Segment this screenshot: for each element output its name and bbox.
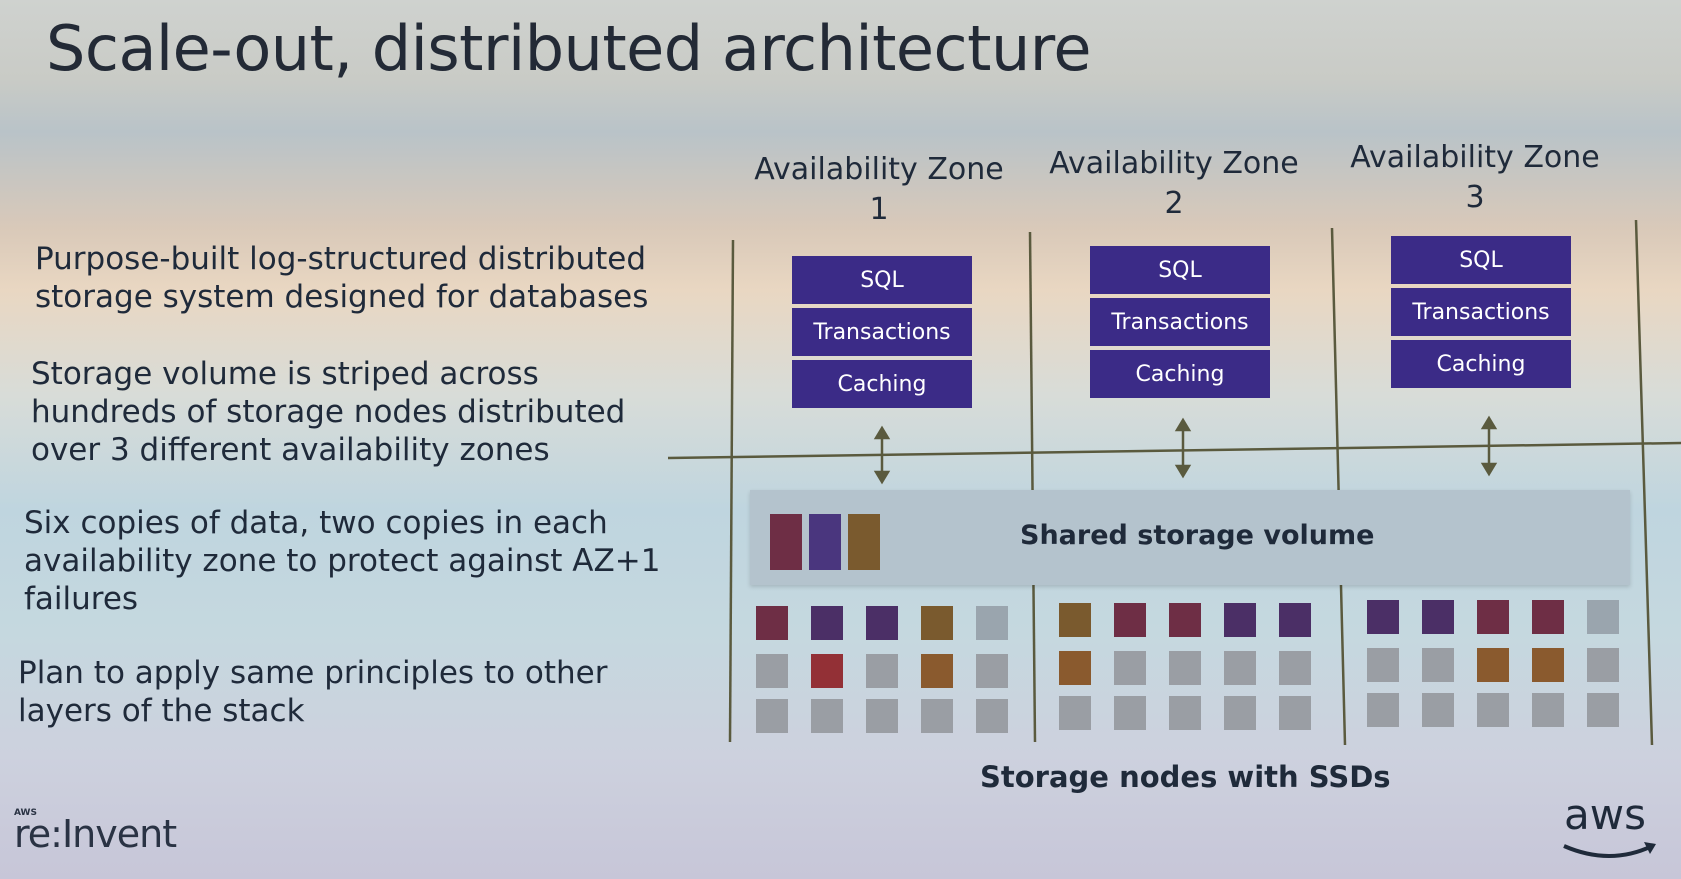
- storage-node: [1422, 600, 1454, 634]
- storage-node: [1587, 600, 1619, 634]
- storage-node: [866, 606, 898, 640]
- storage-node: [1367, 693, 1399, 727]
- storage-node: [1422, 693, 1454, 727]
- storage-node: [1532, 600, 1564, 634]
- zone-divider-1: [728, 239, 735, 743]
- shared-volume-label: Shared storage volume: [1020, 520, 1375, 551]
- volume-chip: [809, 514, 841, 570]
- storage-node: [1279, 603, 1311, 637]
- horizontal-divider: [667, 441, 1681, 460]
- layer-sql: SQL: [792, 256, 972, 304]
- layer-transactions: Transactions: [1391, 288, 1571, 336]
- layer-caching: Caching: [1090, 350, 1270, 398]
- layer-caching: Caching: [1391, 340, 1571, 388]
- storage-node: [976, 699, 1008, 733]
- storage-node: [1532, 693, 1564, 727]
- storage-nodes-label: Storage nodes with SSDs: [980, 760, 1391, 794]
- zone-divider-3: [1330, 227, 1347, 746]
- storage-node: [1224, 696, 1256, 730]
- storage-node: [976, 654, 1008, 688]
- layer-transactions: Transactions: [792, 308, 972, 356]
- storage-node: [1367, 600, 1399, 634]
- storage-node: [1114, 651, 1146, 685]
- storage-node: [1279, 696, 1311, 730]
- aws-smile-icon: [1563, 842, 1656, 858]
- storage-node: [1587, 693, 1619, 727]
- zone-1-stack: SQL Transactions Caching: [792, 256, 972, 412]
- storage-node: [1224, 603, 1256, 637]
- storage-node: [756, 699, 788, 733]
- double-arrow-zone-2: [1174, 417, 1192, 479]
- slide-title: Scale-out, distributed architecture: [46, 12, 1092, 85]
- bullet-plan-principles: Plan to apply same principles to other l…: [18, 655, 608, 729]
- bullet-log-structured: Purpose-built log-structured distributed…: [35, 241, 649, 315]
- storage-node: [811, 654, 843, 688]
- layer-caching: Caching: [792, 360, 972, 408]
- storage-node: [756, 654, 788, 688]
- storage-node: [1224, 651, 1256, 685]
- volume-chip: [770, 514, 802, 570]
- storage-node: [811, 699, 843, 733]
- zone-divider-2: [1028, 231, 1037, 743]
- storage-node: [1169, 603, 1201, 637]
- storage-node: [921, 654, 953, 688]
- storage-node: [811, 606, 843, 640]
- storage-node: [1422, 648, 1454, 682]
- reinvent-aws-mark: AWS: [14, 808, 37, 818]
- storage-node: [756, 606, 788, 640]
- shared-storage-volume: Shared storage volume: [750, 490, 1630, 585]
- storage-node: [921, 606, 953, 640]
- storage-node: [1059, 651, 1091, 685]
- storage-node: [1169, 696, 1201, 730]
- storage-node: [1114, 603, 1146, 637]
- aws-logo: aws: [1564, 790, 1646, 839]
- bullet-striped-volume: Storage volume is striped across hundred…: [31, 356, 626, 468]
- storage-node: [1059, 696, 1091, 730]
- double-arrow-zone-1: [873, 425, 891, 485]
- zone-3-title: Availability Zone 3: [1350, 140, 1600, 215]
- zone-divider-4: [1634, 219, 1654, 746]
- storage-node: [1477, 600, 1509, 634]
- storage-node: [866, 699, 898, 733]
- layer-transactions: Transactions: [1090, 298, 1270, 346]
- storage-node: [1059, 603, 1091, 637]
- zone-3-stack: SQL Transactions Caching: [1391, 236, 1571, 392]
- storage-node: [1279, 651, 1311, 685]
- volume-chip: [848, 514, 880, 570]
- storage-node: [921, 699, 953, 733]
- storage-node: [1367, 648, 1399, 682]
- storage-node: [866, 654, 898, 688]
- layer-sql: SQL: [1391, 236, 1571, 284]
- layer-sql: SQL: [1090, 246, 1270, 294]
- zone-2-stack: SQL Transactions Caching: [1090, 246, 1270, 402]
- storage-node: [1587, 648, 1619, 682]
- storage-node: [1169, 651, 1201, 685]
- zone-1-title: Availability Zone 1: [754, 152, 1004, 227]
- storage-node: [1477, 693, 1509, 727]
- storage-node: [1532, 648, 1564, 682]
- double-arrow-zone-3: [1480, 415, 1498, 477]
- storage-node: [1114, 696, 1146, 730]
- storage-node: [1477, 648, 1509, 682]
- storage-node: [976, 606, 1008, 640]
- bullet-six-copies: Six copies of data, two copies in each a…: [24, 505, 661, 617]
- zone-2-title: Availability Zone 2: [1049, 146, 1299, 221]
- reinvent-wordmark: re:Invent: [14, 812, 177, 856]
